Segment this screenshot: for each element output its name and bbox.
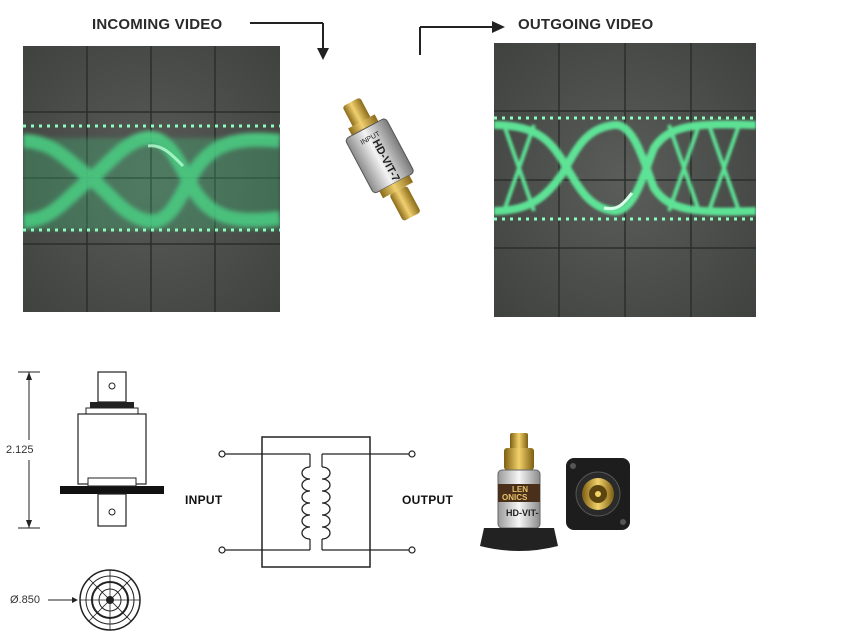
schematic-output-label: OUTPUT bbox=[402, 493, 454, 507]
outgoing-scope-display bbox=[494, 43, 756, 317]
transformer-schematic bbox=[218, 436, 416, 568]
incoming-arrow-icon bbox=[250, 22, 329, 60]
flow-arrows bbox=[250, 21, 505, 60]
product-brand-line1: LEN bbox=[512, 485, 528, 494]
dimension-drawing bbox=[18, 371, 164, 631]
product-photo: LEN ONICS HD-VIT- bbox=[480, 433, 630, 551]
product-model-label: HD-VIT- bbox=[506, 508, 539, 518]
diameter-dimension-label: Ø.850 bbox=[10, 594, 40, 606]
outgoing-arrow-icon bbox=[419, 21, 505, 55]
incoming-scope-display bbox=[23, 46, 280, 312]
transformer-device-image: INPUT HD-VIT-7 bbox=[343, 98, 420, 221]
outgoing-video-heading: OUTGOING VIDEO bbox=[518, 16, 654, 33]
incoming-video-heading: INCOMING VIDEO bbox=[92, 16, 223, 33]
height-dimension-label: 2.125 bbox=[6, 444, 34, 456]
product-brand-line2: ONICS bbox=[502, 493, 528, 502]
schematic-input-label: INPUT bbox=[185, 493, 223, 507]
